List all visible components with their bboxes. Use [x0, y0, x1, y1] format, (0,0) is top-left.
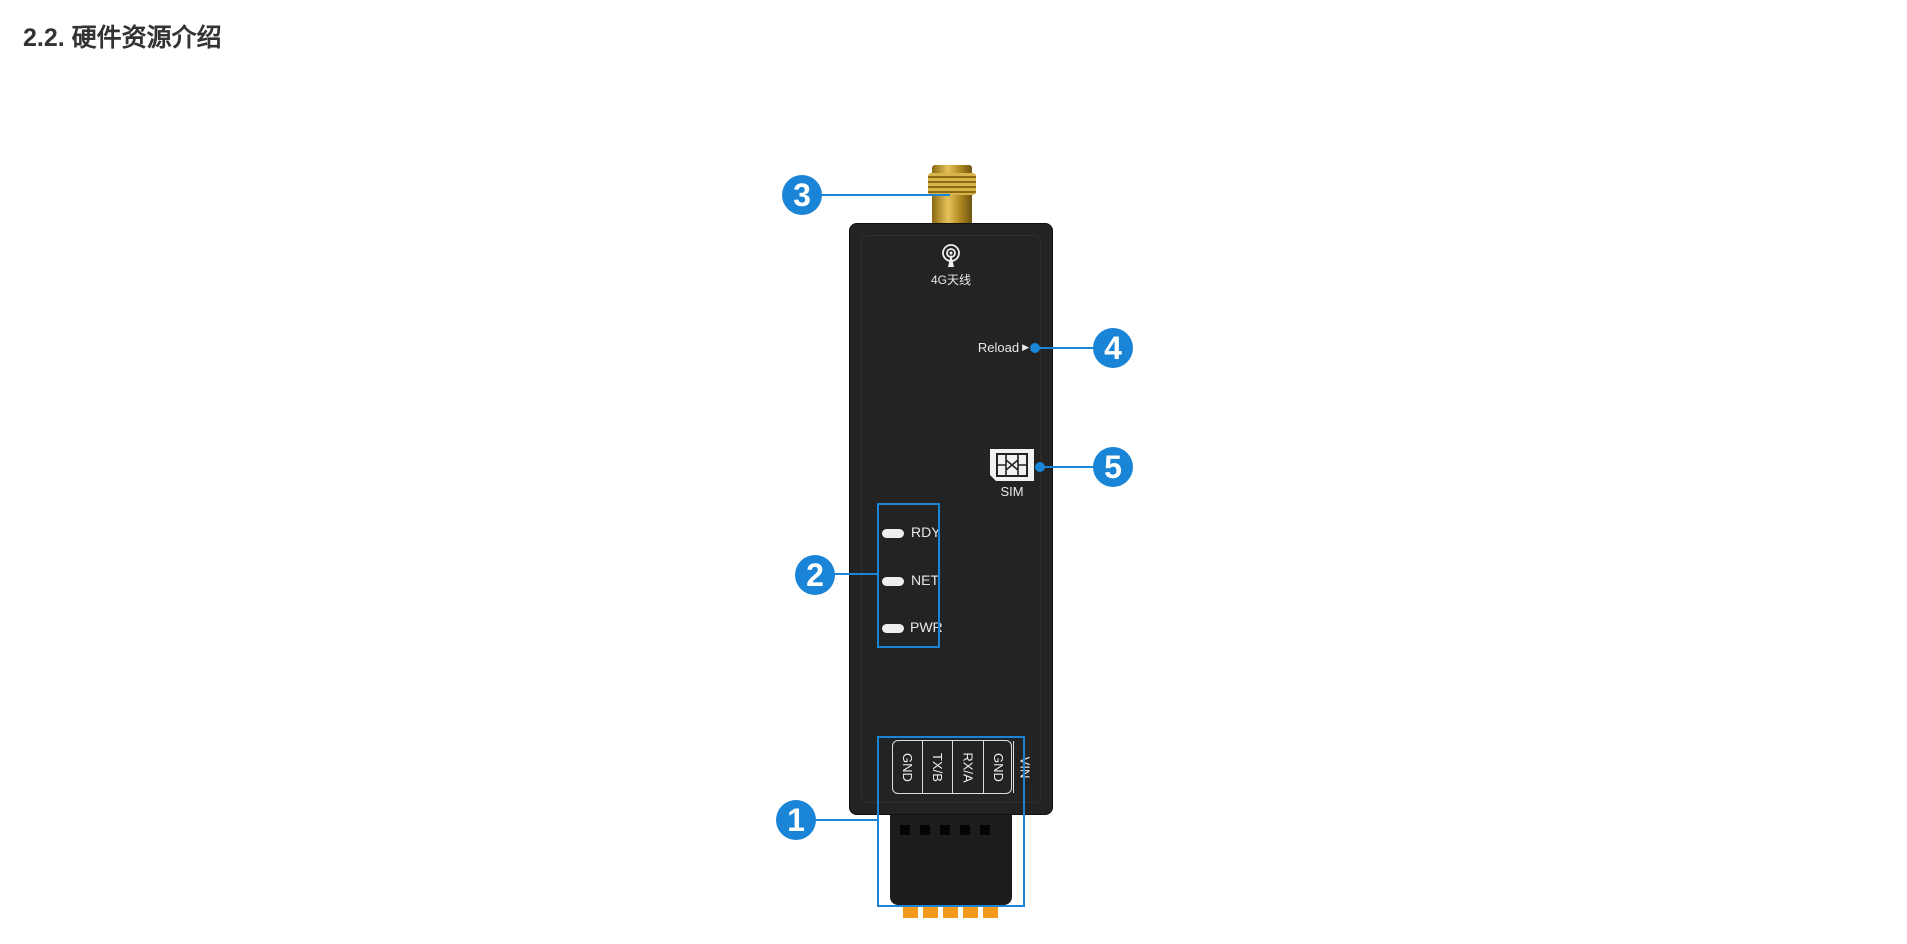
terminal-highlight-box [877, 736, 1025, 907]
led-net [882, 577, 904, 586]
callout-3: 3 [782, 175, 822, 215]
led-label: NET [911, 572, 939, 588]
sim-card-icon [990, 449, 1034, 481]
callout-1: 1 [776, 800, 816, 840]
callout-5: 5 [1093, 447, 1133, 487]
callout-4: 4 [1093, 328, 1133, 368]
reload-label: Reload [977, 340, 1020, 355]
antenna-label: 4G天线 [930, 273, 971, 287]
led-rdy [882, 529, 904, 538]
callout-2: 2 [795, 555, 835, 595]
pin-label: GND [983, 741, 1013, 793]
led-highlight-box [877, 503, 940, 648]
antenna-icon [942, 244, 960, 267]
triangle-right-icon: ▶ [1022, 342, 1029, 352]
led-label: PWR [910, 619, 943, 635]
pin-label: TX/B [921, 741, 952, 793]
led-label: RDY [911, 524, 941, 540]
sim-label: SIM [1000, 484, 1024, 499]
section-heading: 2.2. 硬件资源介绍 [23, 24, 222, 52]
terminal-connector [890, 815, 1012, 905]
terminal-label-strip: GND TX/B RX/A GND VIN [892, 740, 1032, 794]
device-body: 4G天线 Reload ▶ SIM GND TX/B RX/A GND VIN [849, 223, 1053, 815]
pin-label: VIN [1013, 741, 1036, 793]
pin-label: RX/A [951, 741, 983, 793]
led-pwr [882, 624, 904, 633]
